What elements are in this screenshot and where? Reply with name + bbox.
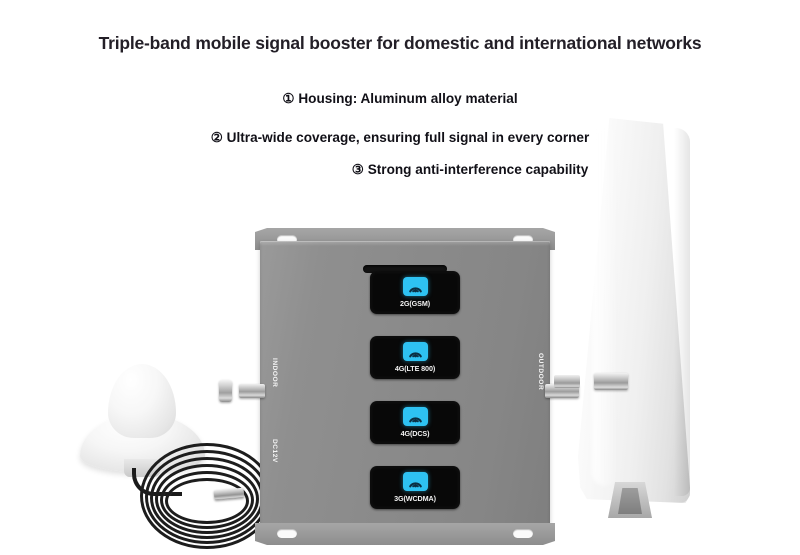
- power-port-label: DC12V: [271, 439, 278, 463]
- cable-loop: [160, 471, 254, 529]
- antenna-highlight: [592, 126, 618, 486]
- signal-booster-unit: 2G(GSM) 4G(LTE 800): [219, 228, 603, 545]
- indoor-port-connector: [219, 380, 265, 402]
- signal-antenna-icon: [402, 277, 428, 296]
- indicator-label: 3G(WCDMA): [394, 494, 436, 503]
- connector-head: [219, 380, 232, 402]
- feature-marker-1: ①: [282, 91, 295, 106]
- feature-text-1: Housing: Aluminum alloy material: [298, 91, 518, 106]
- signal-antenna-icon: [402, 342, 428, 361]
- indicator-label: 4G(DCS): [400, 429, 430, 438]
- page-title: Triple-band mobile signal booster for do…: [98, 33, 702, 53]
- feature-item-1: ① Housing: Aluminum alloy material: [0, 91, 800, 107]
- indicator-label: 2G(GSM): [399, 299, 431, 308]
- antenna-connector-head: [554, 375, 580, 388]
- mounting-slot: [513, 529, 533, 538]
- indicator-panel-2g: 2G(GSM): [370, 271, 460, 314]
- indicator-panel-3g-wcdma: 3G(WCDMA): [370, 466, 460, 509]
- feature-item-3: ③ Strong anti-interference capability: [150, 160, 790, 180]
- mounting-slot: [513, 235, 533, 244]
- outdoor-panel-antenna: [554, 118, 690, 518]
- outdoor-port-label: OUTDOOR: [537, 353, 544, 391]
- feature-item-2: ② Ultra-wide coverage, ensuring full sig…: [0, 130, 800, 146]
- feature-marker-3: ③: [351, 162, 364, 177]
- mounting-slot: [277, 235, 297, 244]
- indicator-label: 4G(LTE 800): [394, 364, 436, 373]
- feature-text-3: Strong anti-interference capability: [367, 162, 589, 177]
- indoor-port-label: INDOOR: [271, 358, 278, 388]
- connector-barrel: [239, 384, 265, 398]
- feature-text-2: Ultra-wide coverage, ensuring full signa…: [226, 130, 590, 145]
- cable-loop: [165, 478, 249, 524]
- antenna-mounting-clamp: [618, 488, 642, 514]
- signal-antenna-icon: [402, 407, 428, 426]
- dome-bell: [108, 364, 176, 438]
- indicator-panel-4g-dcs: 4G(DCS): [370, 401, 460, 444]
- antenna-connector-barrel: [594, 373, 628, 390]
- antenna-shaded-edge: [674, 128, 690, 496]
- indicator-panel-group: 2G(GSM) 4G(LTE 800): [370, 271, 460, 521]
- bottom-mounting-flange: [255, 523, 555, 545]
- feature-marker-2: ②: [210, 130, 223, 145]
- mounting-slot: [277, 529, 297, 538]
- chassis-body: 2G(GSM) 4G(LTE 800): [219, 241, 603, 532]
- signal-antenna-icon: [402, 472, 428, 491]
- chassis-vent-slot: [363, 265, 447, 273]
- coaxial-cable-coil: [140, 443, 274, 549]
- cable-loop: [155, 464, 259, 534]
- indicator-panel-4g-lte800: 4G(LTE 800): [370, 336, 460, 379]
